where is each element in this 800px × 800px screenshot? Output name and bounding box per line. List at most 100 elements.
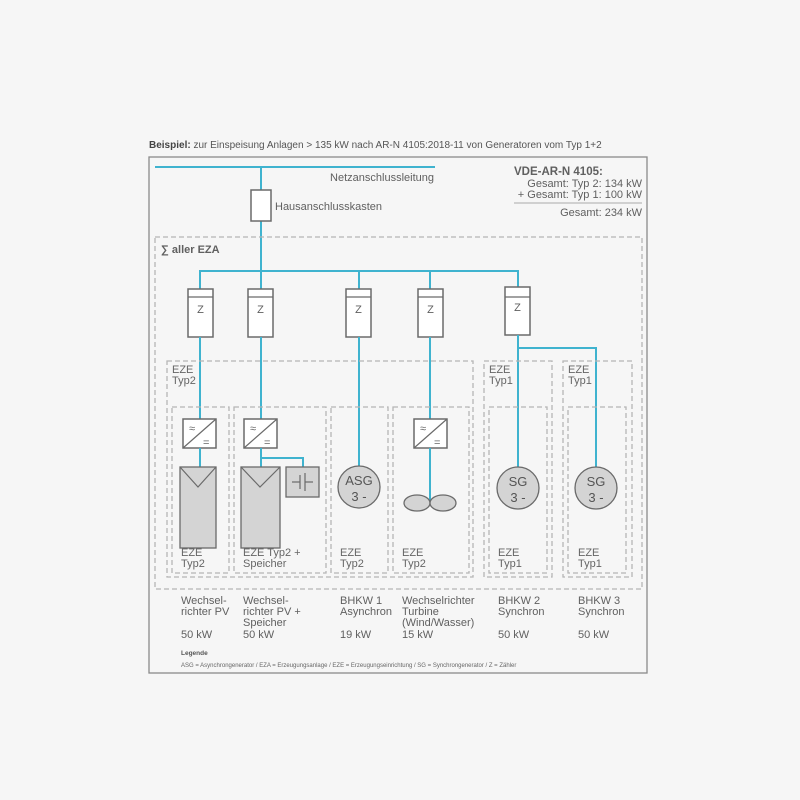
synchronous-generator-icon: SG 3 - (574, 466, 618, 510)
pv-panel-icon (179, 466, 217, 549)
synchronous-generator-icon: SG 3 - (496, 466, 540, 510)
svg-text:≈: ≈ (250, 423, 256, 435)
house-connection-label: Hausanschlusskasten (275, 201, 382, 213)
svg-text:Wechselrichter: Wechselrichter (402, 595, 475, 607)
unit-2-power: 50 kW (243, 629, 275, 641)
inverter-icon: ≈ = (243, 418, 278, 449)
svg-text:Wechsel-: Wechsel- (243, 595, 289, 607)
unit-1-power: 50 kW (181, 629, 213, 641)
group-typ1b-boundary (562, 360, 633, 578)
svg-text:SG: SG (509, 474, 528, 489)
svg-text:3 -: 3 - (588, 490, 603, 505)
meter-5-label: Z (514, 302, 521, 314)
grid-connection-label: Netzanschlussleitung (330, 172, 434, 184)
meter-5: Z (504, 286, 531, 336)
svg-text:ASG: ASG (345, 473, 372, 488)
unit-6-eze-line2: Typ1 (578, 558, 602, 570)
unit-6-description: BHKW 3 Synchron 50 kW (578, 595, 624, 641)
meter-4-label: Z (427, 304, 434, 316)
meter-2: Z (247, 288, 274, 338)
svg-text:≈: ≈ (420, 423, 426, 435)
unit-4-description: Wechselrichter Turbine (Wind/Wasser) 15 … (402, 595, 475, 641)
svg-text:SG: SG (587, 474, 606, 489)
unit-2-eze-line1: EZE Typ2 + (243, 547, 301, 559)
feed-storage (261, 457, 304, 467)
unit-5-description: BHKW 2 Synchron 50 kW (498, 595, 544, 641)
svg-text:Synchron: Synchron (498, 606, 544, 618)
meter-3: Z (345, 288, 372, 338)
outer-frame (148, 156, 648, 674)
svg-text:Speicher: Speicher (243, 617, 287, 629)
caption: Beispiel: zur Einspeisung Anlagen > 135 … (149, 140, 602, 151)
group-typ2-line2: Typ2 (172, 375, 196, 387)
group-typ1b-line2: Typ1 (568, 375, 592, 387)
unit-1-eze-line2: Typ2 (181, 558, 205, 570)
unit-4-power: 15 kW (402, 629, 434, 641)
unit-3-description: BHKW 1 Asynchron 19 kW (340, 595, 392, 641)
svg-text:Asynchron: Asynchron (340, 606, 392, 618)
battery-storage-icon (285, 466, 320, 498)
unit-3-eze-line2: Typ2 (340, 558, 364, 570)
caption-bold: Beispiel: (149, 140, 191, 151)
group-typ1a-boundary (483, 360, 553, 578)
svg-text:BHKW 3: BHKW 3 (578, 595, 620, 607)
turbine-icon (403, 494, 457, 512)
summary-total: Gesamt: 234 kW (560, 207, 643, 219)
unit-1-eze-line1: EZE (181, 547, 202, 559)
asynchronous-generator-icon: ASG 3 - (337, 465, 381, 509)
unit-4-eze-line2: Typ2 (402, 558, 426, 570)
unit-3-power: 19 kW (340, 629, 372, 641)
meter-1-label: Z (197, 304, 204, 316)
meter-2-label: Z (257, 304, 264, 316)
meter-4: Z (417, 288, 444, 338)
svg-text:≈: ≈ (189, 423, 195, 435)
house-connection-box (250, 189, 272, 222)
feed-unit-6 (518, 347, 597, 467)
svg-text:richter PV +: richter PV + (243, 606, 301, 618)
svg-text:Turbine: Turbine (402, 606, 439, 618)
pv-panel-icon (240, 466, 281, 549)
svg-text:3 -: 3 - (510, 490, 525, 505)
svg-text:BHKW 2: BHKW 2 (498, 595, 540, 607)
unit-5-eze-line1: EZE (498, 547, 519, 559)
svg-text:=: = (203, 437, 209, 449)
inverter-icon: ≈ = (413, 418, 448, 449)
group-typ1a-line1: EZE (489, 364, 510, 376)
caption-text: zur Einspeisung Anlagen > 135 kW nach AR… (191, 140, 602, 151)
meter-3-label: Z (355, 304, 362, 316)
unit-2-eze-line2: Speicher (243, 558, 287, 570)
unit-1-boundary (171, 406, 230, 574)
eza-label: ∑ aller EZA (161, 244, 220, 256)
summary-line-typ1: + Gesamt: Typ 1: 100 kW (518, 189, 643, 201)
legend-text: ASG = Asynchrongenerator / EZA = Erzeugu… (181, 663, 516, 669)
svg-text:Wechsel-: Wechsel- (181, 595, 227, 607)
unit-5-eze-line2: Typ1 (498, 558, 522, 570)
unit-4-eze-line1: EZE (402, 547, 423, 559)
svg-text:(Wind/Wasser): (Wind/Wasser) (402, 617, 474, 629)
unit-6-eze-line1: EZE (578, 547, 599, 559)
group-typ2-boundary (166, 360, 474, 578)
unit-3-eze-line1: EZE (340, 547, 361, 559)
unit-3-boundary (330, 406, 389, 574)
meter-1: Z (187, 288, 214, 338)
unit-5-boundary (488, 406, 548, 574)
unit-5-power: 50 kW (498, 629, 530, 641)
legend-title: Legende (181, 650, 208, 657)
group-typ1a-line2: Typ1 (489, 375, 513, 387)
eza-boundary (154, 236, 643, 590)
svg-text:Synchron: Synchron (578, 606, 624, 618)
unit-6-boundary (567, 406, 627, 574)
unit-2-boundary (233, 406, 327, 574)
svg-text:=: = (434, 437, 440, 449)
inverter-icon: ≈ = (182, 418, 217, 449)
svg-text:BHKW 1: BHKW 1 (340, 595, 382, 607)
svg-text:=: = (264, 437, 270, 449)
svg-text:richter PV: richter PV (181, 606, 230, 618)
unit-6-power: 50 kW (578, 629, 610, 641)
summary-title: VDE-AR-N 4105: (514, 166, 603, 178)
group-typ2-line1: EZE (172, 364, 193, 376)
summary-line-typ2: Gesamt: Typ 2: 134 kW (527, 178, 642, 190)
unit-1-description: Wechsel- richter PV 50 kW (181, 595, 230, 641)
group-typ1b-line1: EZE (568, 364, 589, 376)
